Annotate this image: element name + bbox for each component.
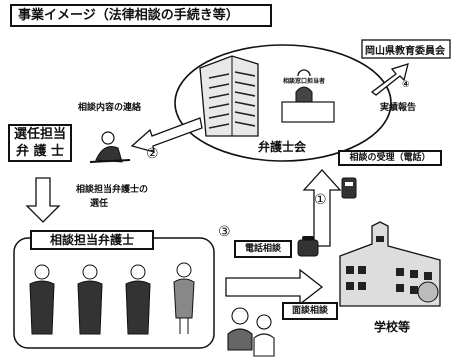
report-label: 実績報告 — [380, 103, 417, 113]
face-consult-label: 面談相談 — [282, 302, 338, 320]
school-building-icon — [339, 221, 441, 307]
consultation-people-icon — [227, 307, 275, 357]
arrow-report — [370, 63, 409, 96]
school-label: 学校等 — [374, 320, 411, 334]
selection-line2: 選任 — [90, 199, 109, 209]
telephone-icon-top — [341, 177, 357, 199]
telephone-icon-bottom — [297, 236, 319, 257]
bar-association-label: 弁護士会 — [258, 140, 307, 154]
arrow-selection — [25, 177, 61, 223]
assigned-lawyer-line2: 弁 護 士 — [15, 144, 65, 159]
arrow-reception — [302, 169, 342, 247]
step-three: ③ — [218, 224, 231, 240]
education-board-label: 岡山県教育委員会 — [365, 46, 445, 57]
lawyer-figures-icon — [29, 262, 195, 335]
assigned-lawyer-line1: 選任担当 — [13, 127, 66, 142]
selection-line1: 相談担当弁護士の — [76, 185, 149, 195]
education-board-box — [361, 39, 451, 59]
lawyer-group-label: 相談担当弁護士 — [30, 230, 154, 250]
assigned-lawyer-box: 選任担当 弁 護 士 — [8, 124, 72, 162]
bar-association-ellipse — [174, 44, 392, 162]
page-title: 事業イメージ（法律相談の手続き等） — [10, 4, 272, 27]
assigned-lawyer-icon — [89, 131, 131, 163]
step-one: ① — [314, 192, 327, 208]
arrow-service — [225, 268, 324, 306]
contact-label: 相談内容の連絡 — [78, 103, 142, 113]
arrow-contact — [130, 117, 203, 153]
step-two: ② — [146, 146, 159, 162]
step-four: ④ — [402, 80, 410, 90]
office-building-icon — [199, 55, 259, 137]
reception-label: 相談の受理（電話） — [338, 150, 442, 166]
consultation-room-sign: 相談窓口担当者 — [283, 76, 326, 85]
phone-consult-label: 電話相談 — [234, 240, 292, 258]
